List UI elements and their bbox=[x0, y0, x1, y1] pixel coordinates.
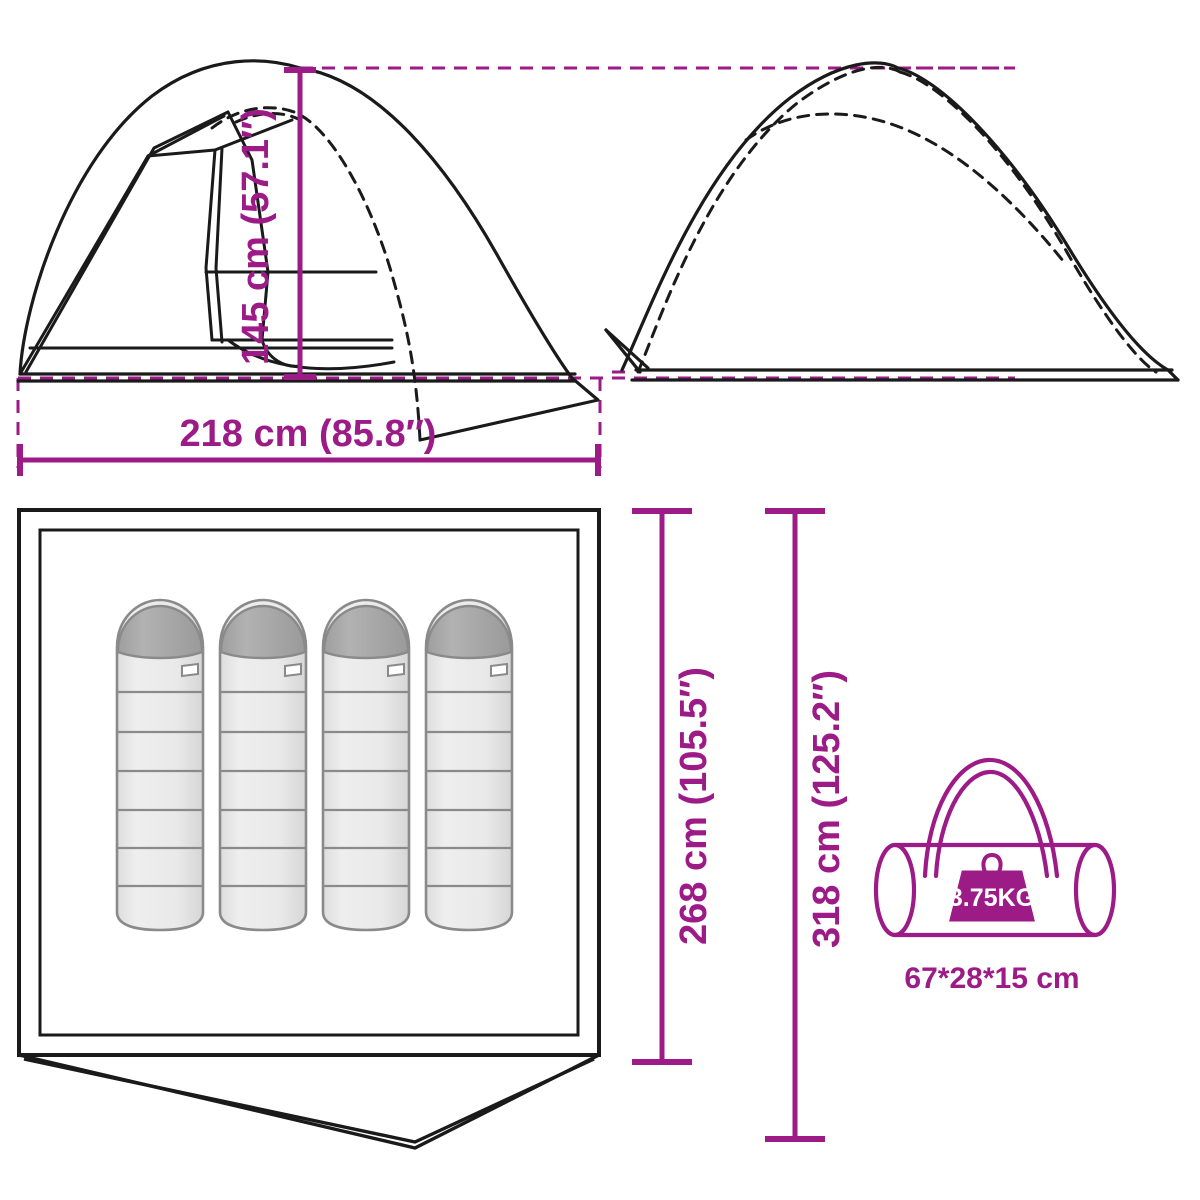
side-elevation-view bbox=[604, 61, 1180, 382]
side-vestibule-lower bbox=[604, 328, 642, 374]
side-canopy-left bbox=[620, 61, 900, 372]
front-elevation-view: 145 cm (57.1″) 218 cm (85.8″) bbox=[16, 59, 1015, 476]
vestibule-poles bbox=[18, 110, 294, 376]
canopy-left-edge bbox=[18, 59, 302, 376]
floor-plan-outer-border bbox=[17, 508, 601, 1057]
weight-label: 3.75KG bbox=[949, 884, 1035, 912]
total-depth-dimension: 318 cm (125.2″) bbox=[765, 508, 848, 1142]
bag-baffles bbox=[220, 690, 306, 888]
side-canopy-right bbox=[896, 66, 1170, 372]
door-left-seam bbox=[226, 110, 270, 274]
bag-hood bbox=[219, 604, 307, 660]
inner-dome-arc-secondary bbox=[234, 112, 302, 124]
width-dimension-label: 218 cm (85.8″) bbox=[180, 413, 437, 455]
weight-body bbox=[949, 870, 1035, 922]
duffel-right-cap bbox=[1073, 842, 1117, 938]
side-pole-arc-outer-right bbox=[898, 70, 1158, 374]
vestibule-v-inner bbox=[23, 1057, 595, 1144]
canopy-right-edge bbox=[298, 66, 574, 380]
guy-line-inner bbox=[24, 110, 230, 374]
awning-pole-left-2 bbox=[214, 146, 224, 344]
bag-hood bbox=[116, 604, 204, 660]
side-ground-right-cap bbox=[1166, 368, 1180, 382]
height-dimension-label: 145 cm (57.1″) bbox=[235, 108, 277, 365]
bag-zipper-pull bbox=[284, 662, 302, 678]
door-floor-curve bbox=[226, 338, 396, 371]
inner-depth-dimension-label: 268 cm (105.5″) bbox=[673, 667, 715, 945]
floor-plan-inner-border bbox=[38, 528, 580, 1037]
weight-handle bbox=[981, 852, 1003, 873]
bag-baffles bbox=[323, 690, 409, 888]
awning-pole-left bbox=[204, 148, 217, 342]
front-view-dimension-box bbox=[16, 66, 1015, 468]
side-tent-outline bbox=[604, 61, 1180, 382]
inner-tent-dashed-profile bbox=[210, 106, 422, 442]
sleeping-bag-2 bbox=[218, 598, 308, 932]
duffel-bag-icon bbox=[873, 842, 1117, 938]
tent-front-outline bbox=[16, 59, 600, 442]
bag-zipper-pull bbox=[387, 662, 405, 678]
side-view-reference-lines bbox=[612, 66, 1015, 374]
bag-hood bbox=[425, 604, 513, 660]
sleeping-bag-3 bbox=[321, 598, 411, 932]
width-dimension: 218 cm (85.8″) bbox=[17, 413, 601, 476]
bag-hood bbox=[322, 604, 410, 660]
carry-bag-illustration: 3.75KG 67*28*15 cm bbox=[873, 757, 1117, 995]
duffel-handle-icon bbox=[922, 757, 1060, 879]
side-pole-arc-outer bbox=[636, 65, 902, 374]
floor-plan-view bbox=[17, 508, 601, 1150]
vestibule-flap-edge bbox=[420, 378, 572, 440]
inner-dome-arc bbox=[210, 106, 422, 442]
weight-icon: 3.75KG bbox=[949, 852, 1035, 922]
side-pole-arcs-dashed bbox=[636, 65, 1158, 374]
bag-zipper-pull bbox=[181, 662, 199, 678]
height-dimension: 145 cm (57.1″) bbox=[235, 67, 316, 380]
sleeping-bag-1 bbox=[115, 598, 205, 932]
bag-zipper-pull bbox=[490, 662, 508, 678]
inner-depth-dimension: 268 cm (105.5″) bbox=[632, 508, 715, 1065]
handle-outer-arc bbox=[922, 757, 1060, 879]
carry-bag-size-label: 67*28*15 cm bbox=[904, 962, 1079, 995]
handle-inner-arc bbox=[933, 769, 1050, 879]
bag-baffles bbox=[426, 690, 512, 888]
duffel-left-cap bbox=[873, 842, 917, 938]
sleeping-bag-4 bbox=[424, 598, 514, 932]
floor-plan-vestibule bbox=[18, 1053, 600, 1150]
vestibule-flap-right bbox=[418, 376, 600, 442]
vestibule-v-outer bbox=[18, 1053, 600, 1150]
total-depth-dimension-label: 318 cm (125.2″) bbox=[806, 670, 848, 948]
side-pole-arc-cross bbox=[744, 112, 1066, 264]
bag-baffles bbox=[117, 690, 203, 888]
